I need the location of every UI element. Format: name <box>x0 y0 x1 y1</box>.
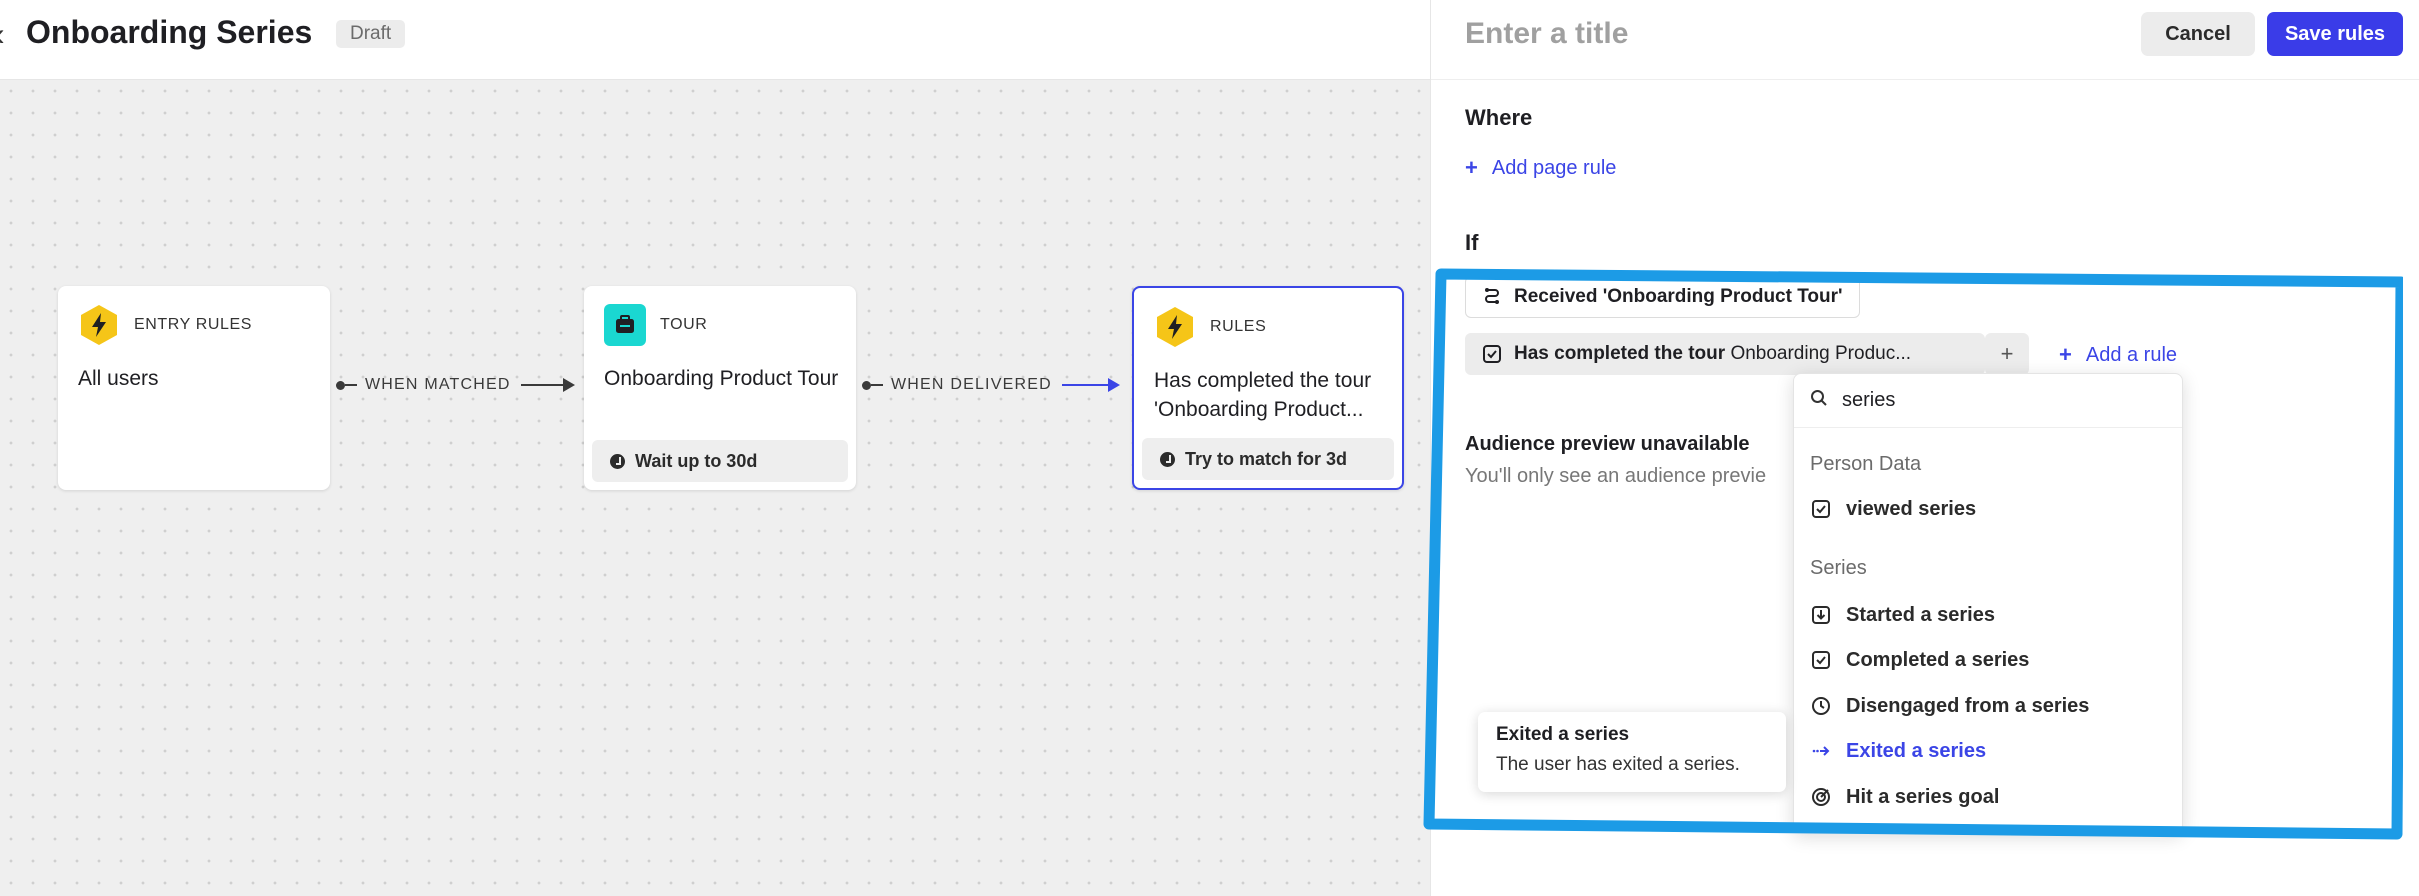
option-label: Disengaged from a series <box>1846 694 2090 717</box>
rule-completed-bold: Has completed the tour <box>1514 343 1726 364</box>
node-footer-text: Try to match for 3d <box>1185 448 1348 469</box>
editor-topbar: ‹ Onboarding Series Draft <box>0 0 1430 80</box>
tooltip-description: The user has exited a series. <box>1496 754 1740 775</box>
node-body-text: Has completed the tour 'Onboarding Produ… <box>1154 369 1372 421</box>
audience-preview-title: Audience preview unavailable <box>1465 433 1750 455</box>
cancel-button[interactable]: Cancel <box>2141 12 2255 56</box>
connector-dot <box>336 380 345 390</box>
audience-preview-subtitle: You'll only see an audience previe <box>1465 465 1767 487</box>
status-badge: Draft <box>336 20 406 48</box>
arrow-icon <box>520 378 575 392</box>
plus-icon: + <box>1465 155 1478 180</box>
add-page-rule-link[interactable]: + Add page rule <box>1465 155 1616 181</box>
checkbox-icon <box>1482 344 1502 364</box>
node-kind-label: TOUR <box>660 316 708 333</box>
connector-dot <box>862 380 871 390</box>
checkbox-icon <box>1810 649 1832 671</box>
target-icon <box>1810 786 1832 808</box>
clock-icon <box>610 453 625 469</box>
option-exited-a-series[interactable]: Exited a series <box>1794 731 2182 771</box>
option-disengaged-from-a-series[interactable]: Disengaged from a series <box>1794 686 2182 726</box>
arrow-icon <box>1061 378 1120 392</box>
option-hit-a-series-goal[interactable]: Hit a series goal <box>1794 777 2182 817</box>
add-rule-link[interactable]: + Add a rule <box>2059 342 2177 368</box>
download-box-icon <box>1810 604 1832 626</box>
node-kind-label: RULES <box>1210 318 1267 335</box>
connector-when-matched: WHEN MATCHED <box>336 376 575 394</box>
tour-node[interactable]: TOUR Onboarding Product Tour Wait up to … <box>584 286 856 490</box>
group-person-data: Person Data <box>1810 453 1922 475</box>
panel-header: Cancel Save rules <box>1431 0 2419 80</box>
option-completed-a-series[interactable]: Completed a series <box>1794 640 2182 680</box>
connector-label: WHEN MATCHED <box>365 376 511 393</box>
option-started-a-series[interactable]: Started a series <box>1794 595 2182 635</box>
option-tooltip: Exited a series The user has exited a se… <box>1478 712 1786 792</box>
lightning-icon <box>1154 306 1196 348</box>
rule-completed-value: Onboarding Produc... <box>1730 343 1912 364</box>
node-body-text: Onboarding Product Tour <box>604 367 839 390</box>
search-icon <box>1810 389 1828 412</box>
connector-when-delivered: WHEN DELIVERED <box>862 376 1120 394</box>
clock-icon <box>1810 695 1832 717</box>
rule-picker-dropdown: Person Data viewed series Series Started… <box>1793 373 2183 833</box>
node-kind-label: ENTRY RULES <box>134 316 253 333</box>
checkbox-icon <box>1810 498 1832 520</box>
add-page-rule-label: Add page rule <box>1491 156 1617 179</box>
exit-arrow-icon <box>1810 740 1832 762</box>
rules-node[interactable]: RULES Has completed the tour 'Onboarding… <box>1132 286 1404 490</box>
add-rule-label: Add a rule <box>2085 343 2178 366</box>
tooltip-title: Exited a series <box>1496 724 1630 745</box>
dropdown-search <box>1794 374 2182 428</box>
option-label: Completed a series <box>1846 648 2030 671</box>
search-input[interactable] <box>1842 389 2142 412</box>
option-viewed-series[interactable]: viewed series <box>1794 489 2182 529</box>
branch-icon <box>1482 287 1502 307</box>
if-heading: If <box>1465 230 1479 255</box>
page-title: Onboarding Series <box>26 14 313 50</box>
connector-label: WHEN DELIVERED <box>891 376 1052 393</box>
node-footer-text: Wait up to 30d <box>635 450 758 471</box>
where-heading: Where <box>1465 105 1533 130</box>
group-series: Series <box>1810 557 1867 579</box>
option-label: Hit a series goal <box>1846 785 2000 808</box>
node-body-text: All users <box>78 367 159 390</box>
option-label: Started a series <box>1846 603 1995 626</box>
rule-received-chip[interactable]: Received 'Onboarding Product Tour' <box>1465 276 1860 318</box>
add-condition-button[interactable]: + <box>1985 333 2029 375</box>
back-chevron-icon[interactable]: ‹ <box>0 18 5 50</box>
rule-received-label: Received 'Onboarding Product Tour' <box>1514 286 1843 307</box>
plus-icon: + <box>2059 342 2072 367</box>
node-footer: Try to match for 3d <box>1142 438 1394 480</box>
option-label: viewed series <box>1846 497 1977 520</box>
title-input[interactable] <box>1465 14 2065 54</box>
entry-rules-node[interactable]: ENTRY RULES All users <box>58 286 330 490</box>
node-footer: Wait up to 30d <box>592 440 848 482</box>
option-label: Exited a series <box>1846 739 1987 762</box>
lightning-icon <box>78 304 120 346</box>
save-rules-button[interactable]: Save rules <box>2267 12 2403 56</box>
rule-completed-chip[interactable]: Has completed the tour Onboarding Produc… <box>1465 333 1985 375</box>
tour-icon <box>604 304 646 346</box>
clock-icon <box>1160 451 1175 467</box>
